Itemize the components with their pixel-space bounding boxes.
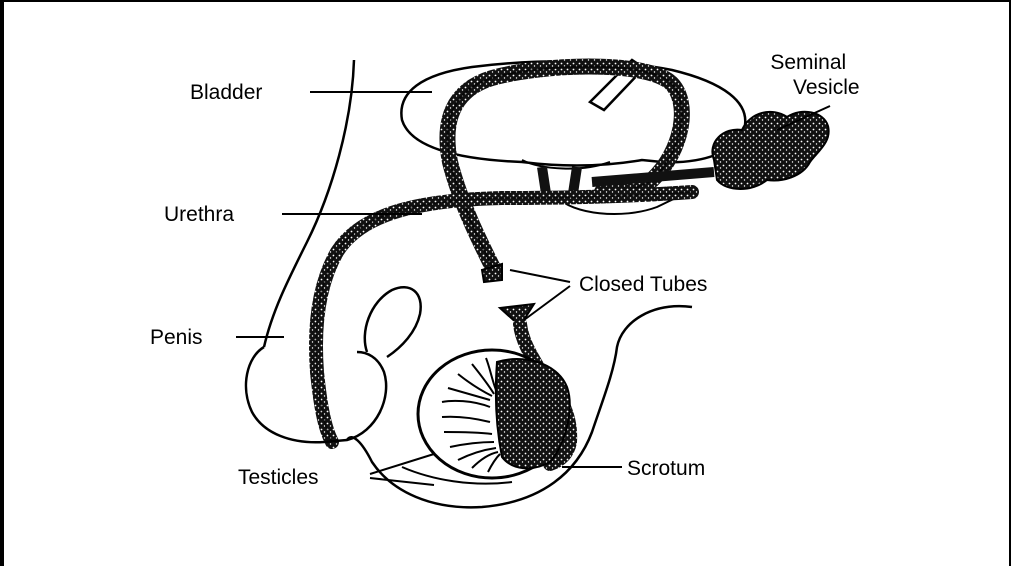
penis-tip [365,287,421,357]
label-urethra: Urethra [164,204,234,225]
label-testicles: Testicles [238,467,319,488]
testicles-leader [370,454,434,485]
label-scrotum: Scrotum [627,458,705,479]
label-penis: Penis [150,327,203,348]
label-seminal-vesicle-line2: Vesicle [757,75,860,100]
label-closed-tubes: Closed Tubes [579,274,707,295]
label-seminal-vesicle: Seminal Vesicle [757,50,860,100]
label-bladder: Bladder [190,82,262,103]
label-seminal-vesicle-line1: Seminal [757,50,860,75]
body-outline-left [264,60,354,347]
masked-region [570,224,692,254]
seminal-vesicle-shape [712,112,828,189]
